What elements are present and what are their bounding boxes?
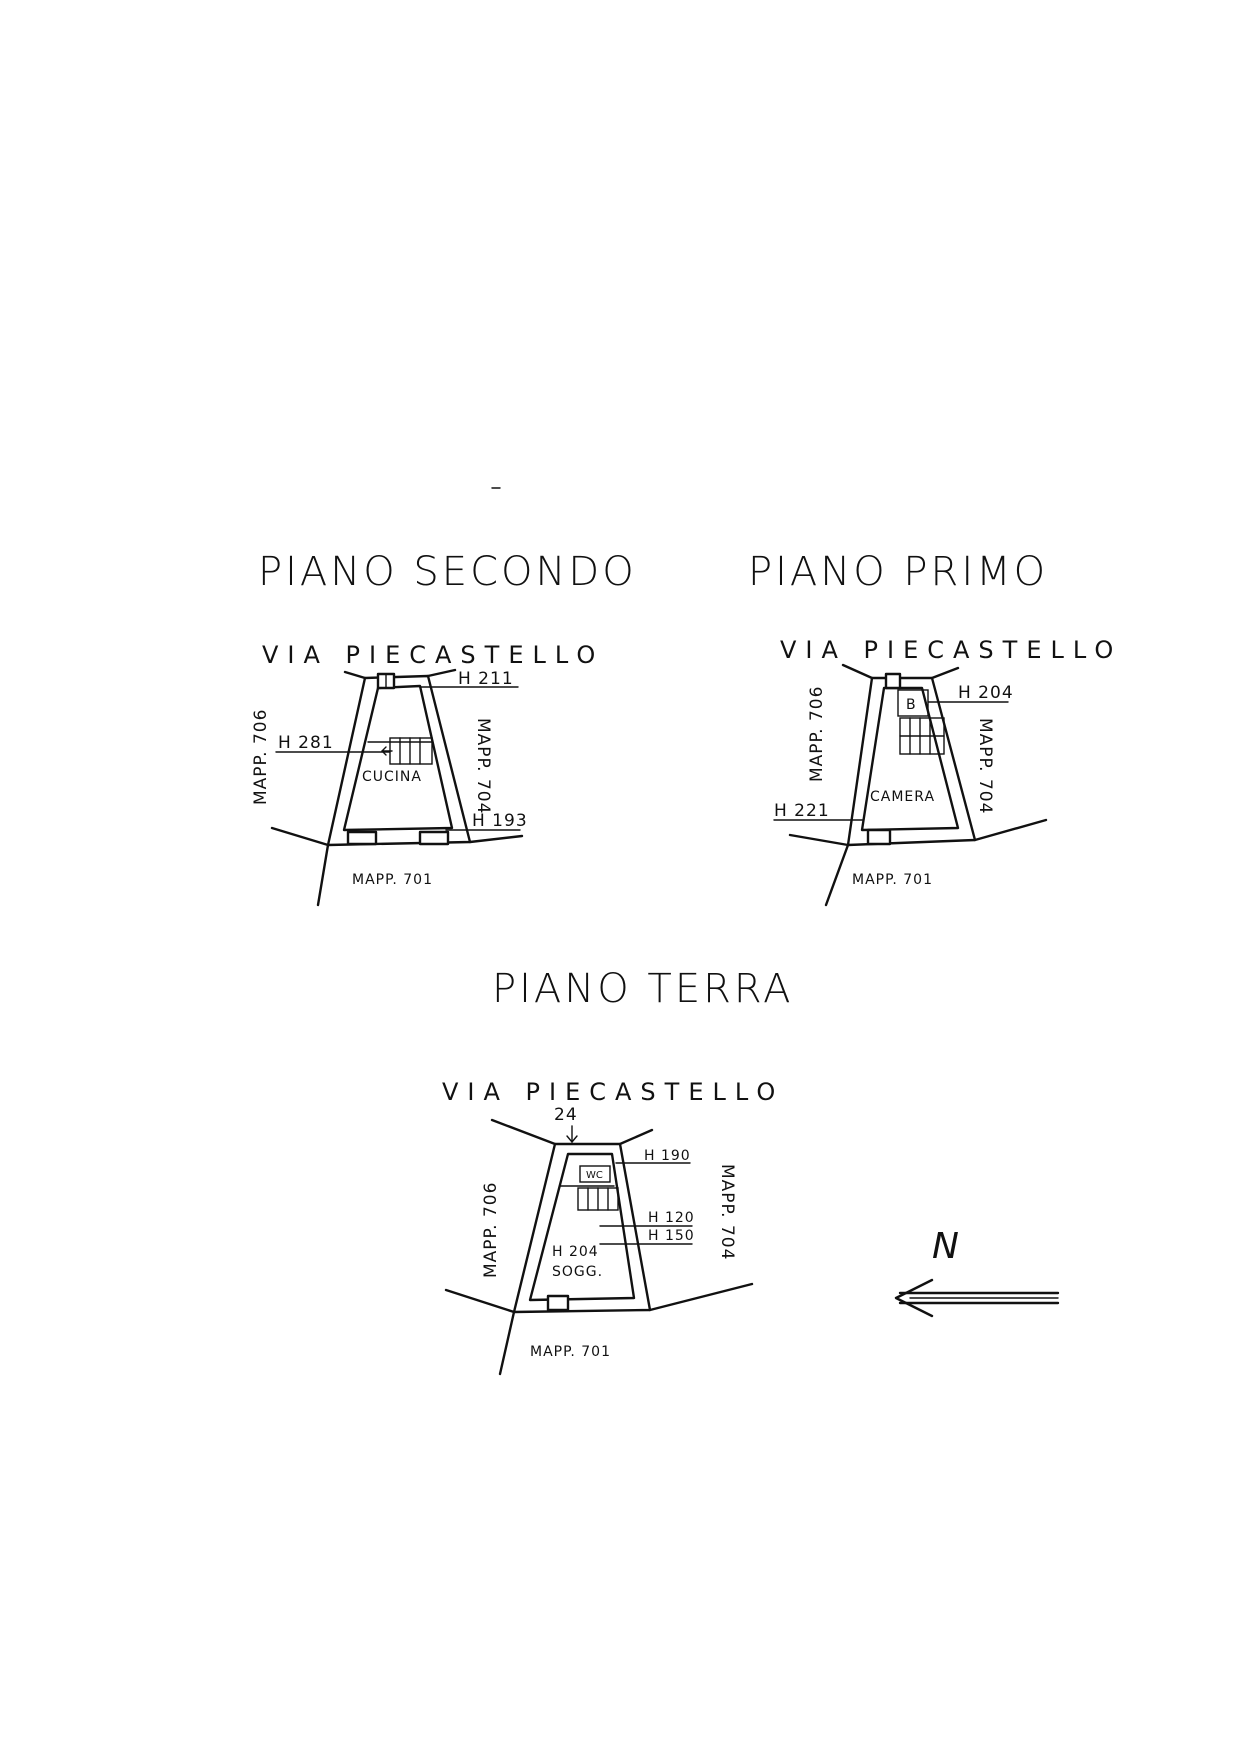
dimension-label: 24	[554, 1105, 578, 1125]
lot-line	[444, 1288, 516, 1314]
street-second-floor: VIA PIECASTELLO	[262, 641, 604, 669]
window	[884, 672, 902, 690]
stairs	[899, 717, 945, 755]
plan-ground-floor: PIANO TERRA VIA PIECASTELLO 24 WC H 190 …	[442, 966, 793, 1376]
building-outline	[326, 674, 472, 847]
lot-line	[824, 843, 850, 907]
window	[418, 830, 450, 846]
bath-label: B	[906, 697, 917, 713]
lot-line	[426, 668, 457, 678]
title-ground-floor: PIANO TERRA	[492, 966, 793, 1012]
wc-label: WC	[586, 1170, 603, 1181]
lot-line	[841, 663, 874, 680]
title-first-floor: PIANO PRIMO	[748, 549, 1048, 595]
height-label: H 211	[458, 669, 514, 689]
room-label: CUCINA	[362, 769, 422, 785]
lot-line	[316, 843, 330, 907]
north-arrow-icon: N	[894, 1226, 1060, 1318]
parcel-bottom: MAPP. 701	[530, 1344, 611, 1360]
north-label: N	[932, 1226, 959, 1267]
bathroom	[897, 689, 929, 717]
parcel-left: MAPP. 706	[251, 709, 271, 805]
height-label: H 193	[472, 811, 528, 831]
room-label: SOGG.	[552, 1264, 603, 1280]
wc	[579, 1165, 611, 1183]
inner-wall	[528, 1152, 636, 1302]
inner-wall	[860, 686, 960, 832]
parcel-left: MAPP. 706	[481, 1182, 501, 1278]
lot-line	[270, 826, 330, 847]
parcel-left: MAPP. 706	[807, 686, 827, 782]
plan-second-floor: PIANO SECONDO VIA PIECASTELLO H 211	[251, 549, 637, 907]
height-label: H 150	[648, 1228, 695, 1244]
height-label: H 221	[774, 801, 830, 821]
lot-line	[498, 1310, 516, 1376]
lot-line	[648, 1282, 754, 1312]
street-first-floor: VIA PIECASTELLO	[780, 636, 1122, 664]
street-ground-floor: VIA PIECASTELLO	[442, 1078, 784, 1106]
stairs	[367, 737, 433, 765]
height-label: H 120	[648, 1210, 695, 1226]
window	[866, 828, 892, 846]
room-label: CAMERA	[870, 789, 935, 805]
parcel-bottom: MAPP. 701	[352, 872, 433, 888]
height-label: H 190	[644, 1148, 691, 1164]
lot-line	[930, 666, 960, 680]
lot-line	[618, 1128, 654, 1146]
lot-line	[343, 670, 367, 680]
lot-line	[788, 833, 850, 847]
height-label: H 204	[958, 683, 1014, 703]
parcel-bottom: MAPP. 701	[852, 872, 933, 888]
lot-line	[490, 1118, 557, 1146]
lot-line	[468, 834, 524, 844]
window	[346, 830, 378, 846]
inner-wall	[342, 684, 454, 832]
plan-first-floor: PIANO PRIMO VIA PIECASTELLO B H 204 H 22…	[748, 549, 1122, 907]
lot-line	[973, 818, 1048, 842]
height-label: H 281	[278, 733, 334, 753]
stairs	[577, 1187, 619, 1211]
title-second-floor: PIANO SECONDO	[258, 549, 637, 595]
parcel-right: MAPP. 704	[473, 718, 493, 814]
parcel-right: MAPP. 704	[717, 1164, 737, 1260]
window	[546, 1294, 570, 1312]
height-label: H 204	[552, 1244, 599, 1260]
parcel-right: MAPP. 704	[975, 718, 995, 814]
